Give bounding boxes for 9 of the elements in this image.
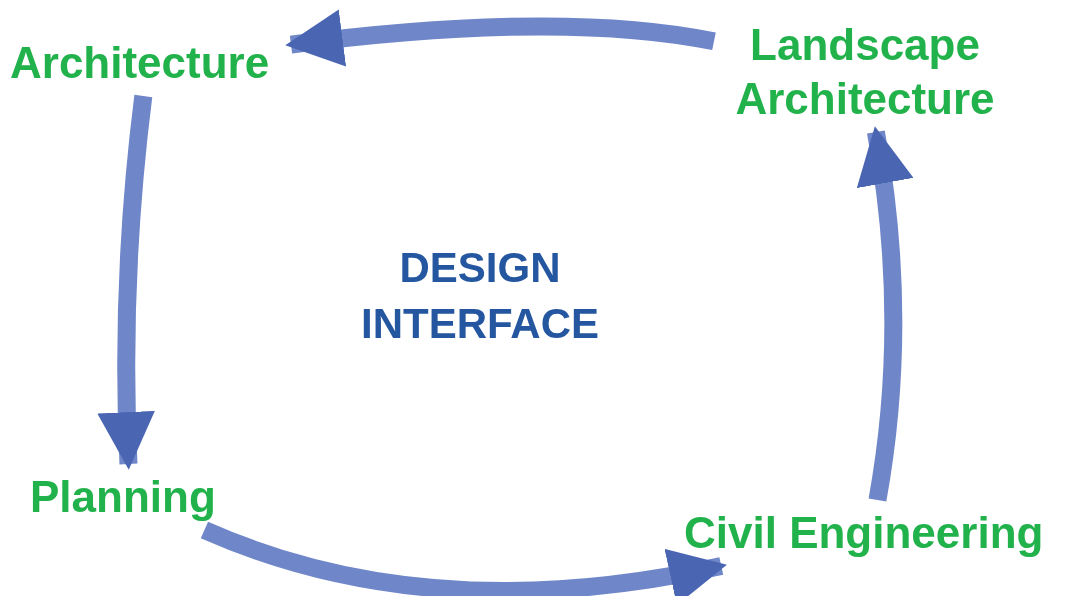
curved-arrow [856,126,913,502]
discipline-label: Architecture [10,36,285,90]
center-heading: DESIGN INTERFACE [360,243,600,349]
discipline-label: Landscape Architecture [720,18,1010,126]
curved-arrow [97,94,156,470]
discipline-label: Civil Engineering [684,506,1059,560]
curved-arrow [201,521,727,596]
discipline-label: Planning [30,470,230,524]
curved-arrow [285,9,716,67]
